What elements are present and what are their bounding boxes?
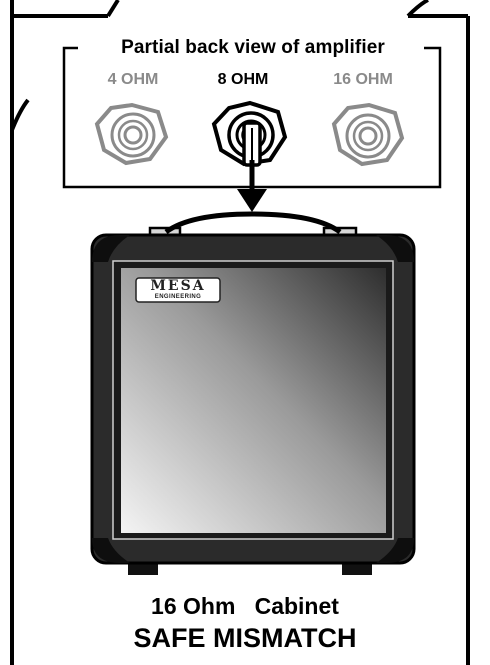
match-status: SAFE MISMATCH <box>0 623 490 654</box>
jack-label-8-ohm: 8 OHM <box>198 71 288 89</box>
jack-16-ohm-icon <box>334 105 402 164</box>
cabinet-caption: 16 Ohm Cabinet <box>0 593 490 620</box>
cable-plug-icon <box>244 123 260 165</box>
jack-label-4-ohm: 4 OHM <box>88 71 178 89</box>
mesa-logo-text: MESA <box>136 278 220 294</box>
jack-4-ohm-icon <box>97 105 166 163</box>
cabinet-type: Cabinet <box>255 593 339 620</box>
cabinet-impedance: 16 Ohm <box>151 593 235 620</box>
amplifier-back-view-label: Partial back view of amplifier <box>80 37 426 59</box>
mesa-logo-subtext: ENGINEERING <box>140 294 216 300</box>
jack-label-16-ohm: 16 OHM <box>318 71 408 89</box>
